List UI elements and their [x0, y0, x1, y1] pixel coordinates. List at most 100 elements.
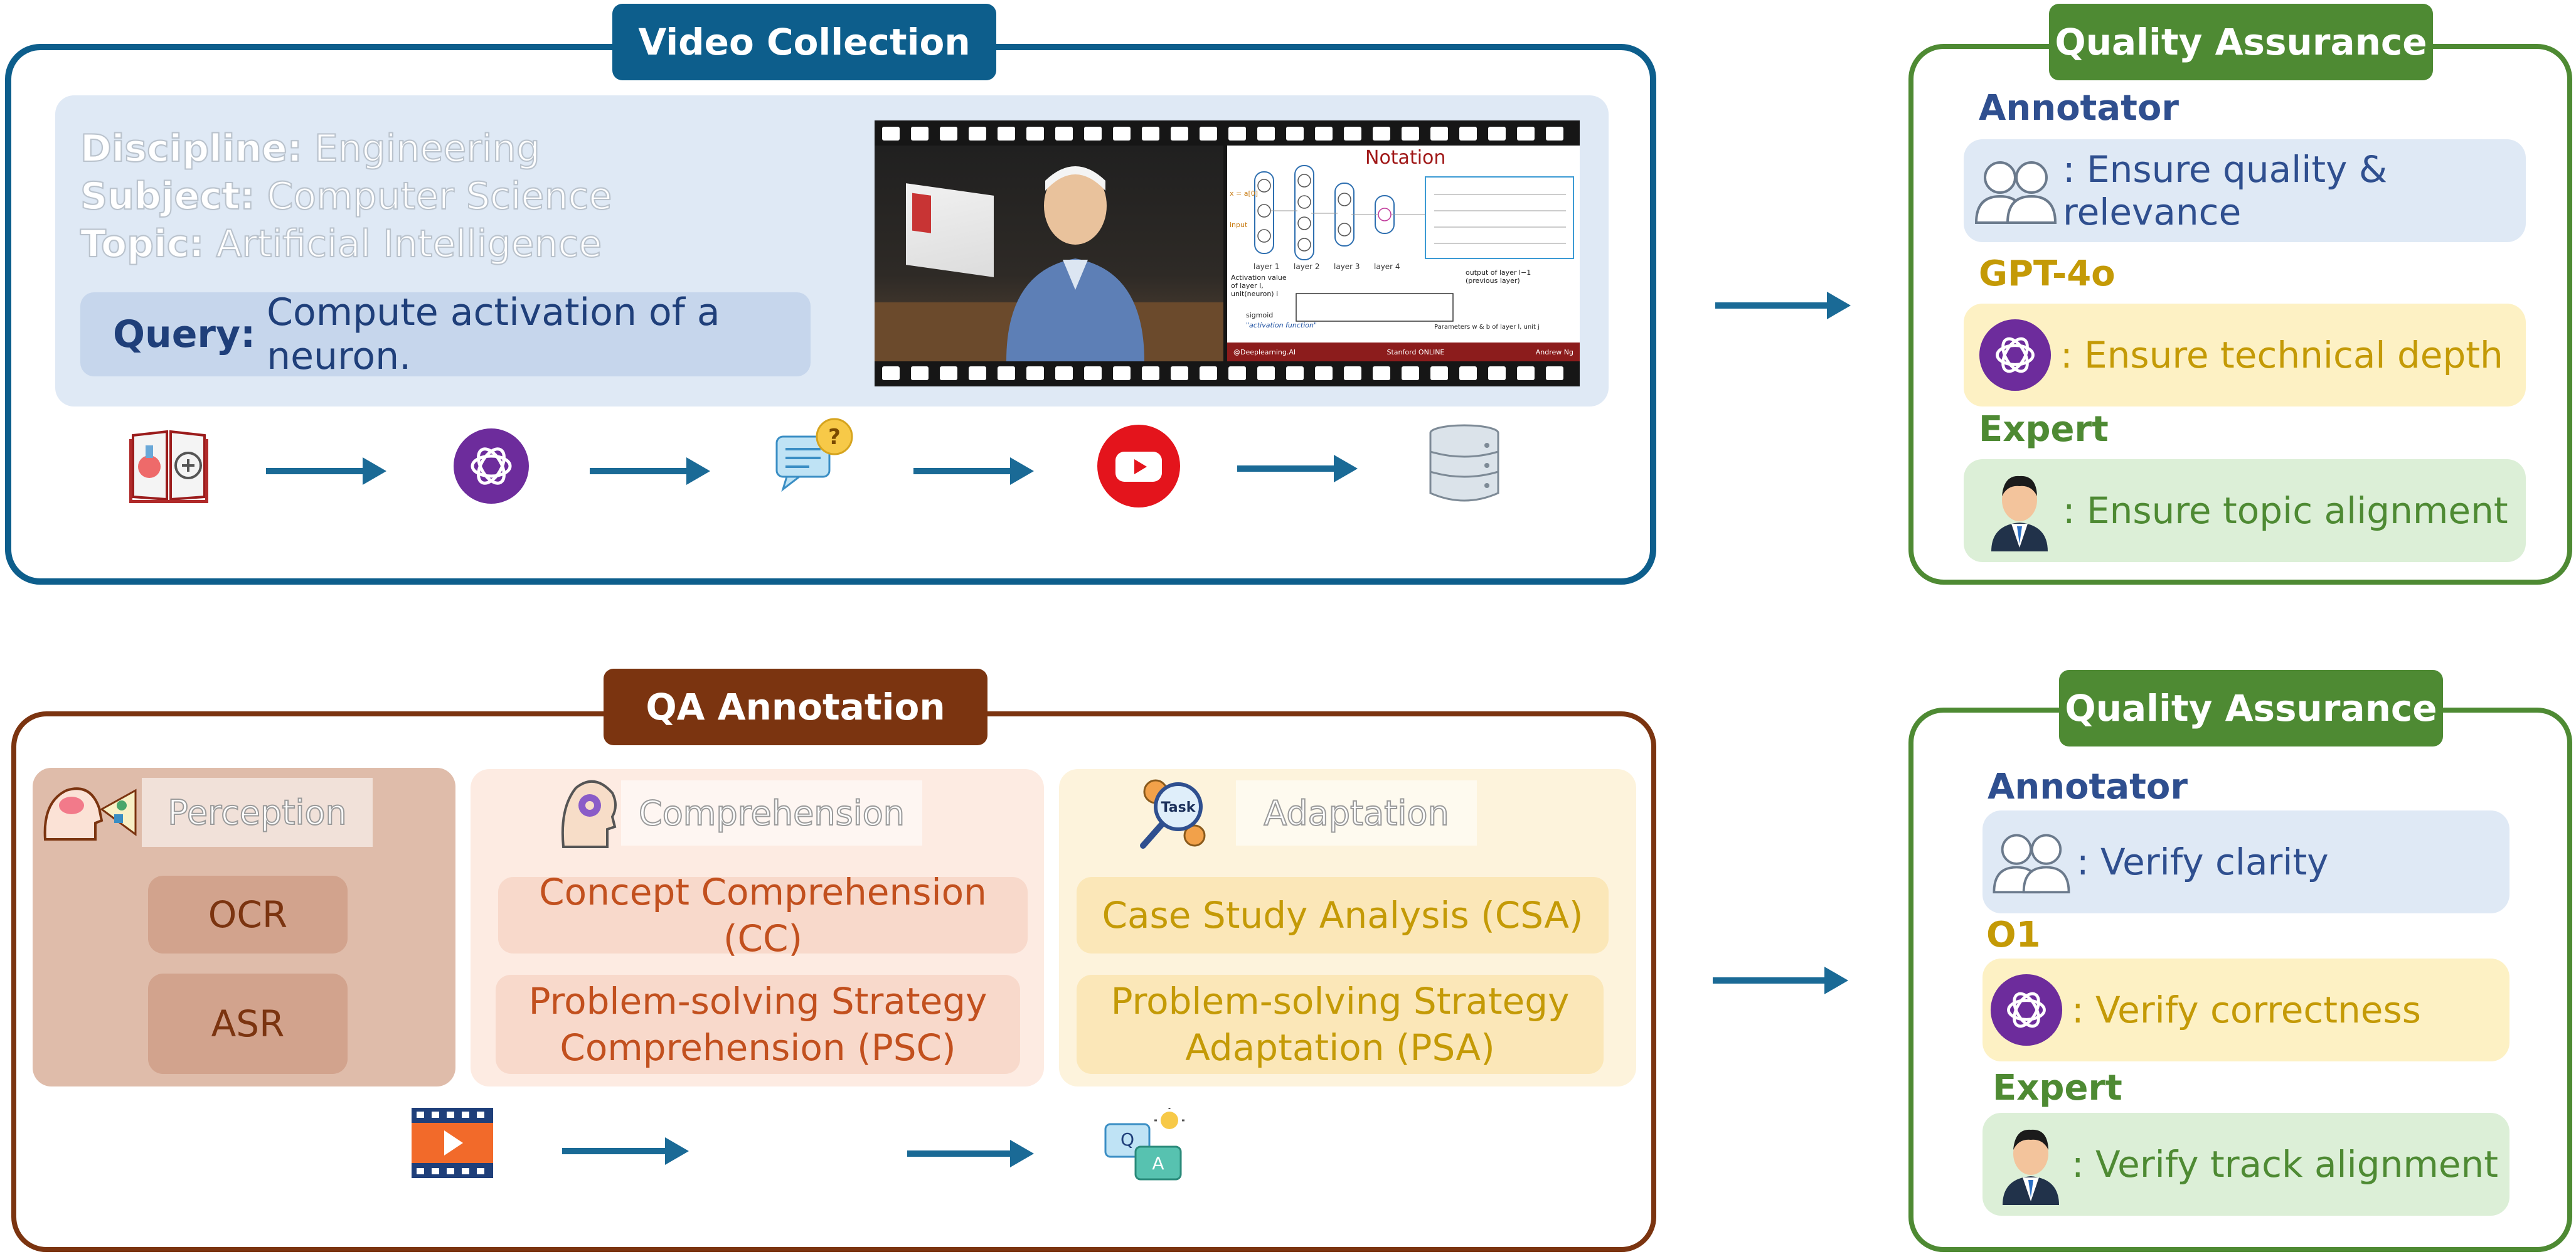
slide-title: Notation: [1365, 147, 1446, 169]
adaptation-item-psa: Problem-solving Strategy Adaptation (PSA…: [1077, 975, 1604, 1074]
film-perforation: [998, 366, 1015, 380]
arrow-openai-to-question: [590, 457, 710, 485]
slide-params-note: Parameters w & b of layer l, unit j: [1434, 324, 1540, 331]
slide-footer: @Deeplearning.AI Stanford ONLINE Andrew …: [1227, 343, 1580, 361]
qa-bottom-annotator-text: : Verify clarity: [2077, 841, 2329, 883]
film-perforation: [1257, 366, 1275, 380]
film-perforation: [1200, 366, 1217, 380]
perception-title: Perception: [142, 778, 373, 847]
slide-footer-left: @Deeplearning.AI: [1233, 348, 1296, 356]
users-icon: [1991, 829, 2070, 895]
qa-annotation-title: QA Annotation: [604, 669, 987, 745]
slide-layer-label-3: layer 3: [1334, 262, 1360, 271]
film-perforation: [1488, 366, 1506, 380]
slide-layer-label-1: layer 1: [1253, 262, 1280, 271]
youtube-icon: [1097, 424, 1181, 508]
topic-label: Topic:: [80, 221, 205, 267]
film-perforation: [1055, 127, 1073, 141]
film-perforation: [1315, 366, 1333, 380]
slide-input-caption: input: [1230, 221, 1248, 229]
subject-line: Subject: Computer Science: [80, 174, 612, 219]
film-perforation: [1402, 127, 1419, 141]
film-perforation: [969, 366, 986, 380]
film-perforation: [1026, 366, 1044, 380]
video-collection-title: Video Collection: [612, 4, 996, 80]
film-perforation: [1459, 366, 1477, 380]
adaptation-item-csa: Case Study Analysis (CSA): [1077, 877, 1609, 954]
slide-activation-note: Activation value of layer l, unit(neuron…: [1231, 274, 1287, 298]
qa-bubble-icon: Q A: [1104, 1108, 1190, 1183]
qa-top-title: Quality Assurance: [2049, 4, 2433, 80]
qa-bottom-role-expert: Expert: [1993, 1068, 2122, 1108]
arrow-middle-to-qa: [907, 1140, 1034, 1167]
arrow-youtube-to-database: [1237, 455, 1358, 482]
slide-input-label: x = a[0]: [1230, 189, 1259, 198]
discipline-line: Discipline: Engineering: [80, 126, 541, 171]
film-perforation: [882, 366, 900, 380]
slide-sigmoid-note: sigmoid: [1246, 311, 1274, 319]
adaptation-task-icon: Task: [1137, 775, 1212, 851]
qa-bottom-role-annotator: Annotator: [1988, 767, 2188, 807]
qa-top-annotator-box: : Ensure quality & relevance: [1964, 139, 2526, 242]
film-perforation: [940, 127, 957, 141]
arrow-to-qa-top: [1715, 292, 1851, 319]
video-icon: [410, 1107, 494, 1179]
subject-value: Computer Science: [266, 174, 612, 219]
arrow-to-qa-bottom: [1713, 967, 1848, 994]
qa-top-role-expert: Expert: [1979, 409, 2109, 450]
film-perforation: [1373, 366, 1390, 380]
qa-bottom-role-o1: O1: [1986, 915, 2041, 955]
film-perforation: [1402, 366, 1419, 380]
perception-item-ocr: OCR: [148, 876, 348, 954]
qa-top-role-annotator: Annotator: [1979, 88, 2179, 129]
film-perforation: [1373, 127, 1390, 141]
query-text: Compute activation of a neuron.: [267, 290, 720, 378]
qa-top-annotator-text: : Ensure quality & relevance: [2063, 148, 2388, 233]
query-label: Query:: [113, 312, 256, 356]
film-perforation: [1171, 127, 1188, 141]
slide-output-note: output of layer l−1 (previous layer): [1466, 268, 1531, 285]
film-perforation: [1026, 127, 1044, 141]
qa-bottom-o1-text: : Verify correctness: [2072, 989, 2421, 1031]
svg-text:A: A: [1152, 1153, 1164, 1174]
slide-layer-label-2: layer 2: [1294, 262, 1320, 271]
film-perforation: [1344, 127, 1361, 141]
qa-bottom-o1-box: : Verify correctness: [1983, 959, 2509, 1061]
adaptation-title: Adaptation: [1236, 780, 1477, 846]
film-perforation: [882, 127, 900, 141]
film-perforation: [1142, 366, 1159, 380]
svg-text:Task: Task: [1161, 800, 1196, 815]
discipline-value: Engineering: [314, 126, 541, 171]
topic-value: Artificial Intelligence: [215, 221, 602, 267]
lecture-frame: [875, 146, 1223, 361]
book-icon: [129, 427, 208, 503]
comprehension-item-psc: Problem-solving Strategy Comprehension (…: [496, 975, 1020, 1074]
film-perforation: [1084, 366, 1102, 380]
expert-avatar-icon: [1985, 470, 2054, 551]
film-perforation: [940, 366, 957, 380]
qa-top-expert-text: : Ensure topic alignment: [2063, 489, 2508, 532]
comprehension-item-cc: Concept Comprehension (CC): [498, 871, 1028, 960]
openai-icon: [1979, 319, 2052, 391]
qa-top-role-gpt: GPT-4o: [1979, 253, 2116, 294]
film-perforation: [1315, 127, 1333, 141]
film-perforation: [1055, 366, 1073, 380]
film-perforation: [1113, 127, 1131, 141]
film-perforation: [1517, 366, 1535, 380]
svg-text:Q: Q: [1120, 1129, 1134, 1150]
film-perforation: [1142, 127, 1159, 141]
openai-icon: [1990, 974, 2063, 1046]
film-perforation: [1257, 127, 1275, 141]
film-perforation: [1430, 366, 1448, 380]
qa-bottom-annotator-box: : Verify clarity: [1983, 810, 2509, 913]
film-perforation: [1200, 127, 1217, 141]
arrow-video-to-middle: [562, 1137, 689, 1165]
arrow-book-to-openai: [266, 457, 386, 485]
topic-line: Topic: Artificial Intelligence: [80, 221, 602, 267]
slide-footer-right: Andrew Ng: [1535, 348, 1573, 356]
openai-icon: [453, 428, 530, 504]
film-perforation: [1228, 127, 1246, 141]
film-perforations: [882, 127, 1563, 380]
film-perforation: [969, 127, 986, 141]
film-perforation: [1286, 366, 1304, 380]
